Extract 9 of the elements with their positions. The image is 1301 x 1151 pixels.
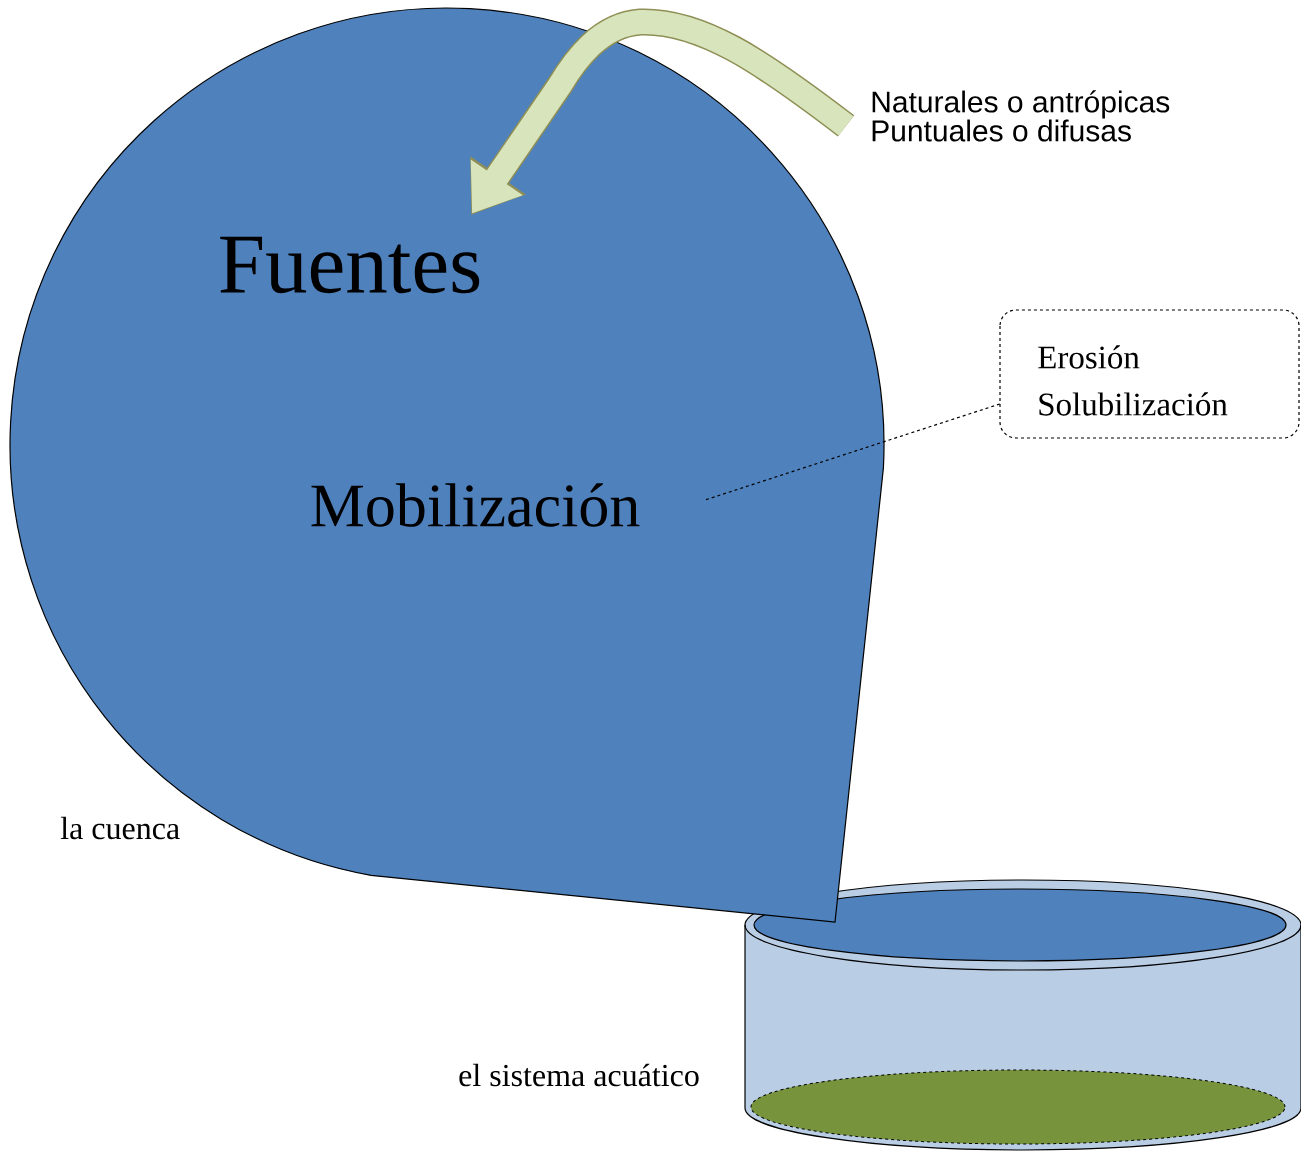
shape-label: Fuentes	[220, 236, 480, 294]
caption-text: el sistema acuático	[459, 1063, 699, 1087]
shape-label: Mobilización	[311, 483, 640, 527]
cylinder-drawing	[744, 879, 1301, 1151]
callout-box: Erosión Solubilización	[999, 309, 1300, 439]
leader-line	[704, 403, 1001, 501]
caption-text: la cuenca	[60, 816, 180, 840]
note-text: Naturales o antrópicas	[872, 90, 1170, 119]
note-text: Puntuales o difusas	[872, 119, 1131, 142]
